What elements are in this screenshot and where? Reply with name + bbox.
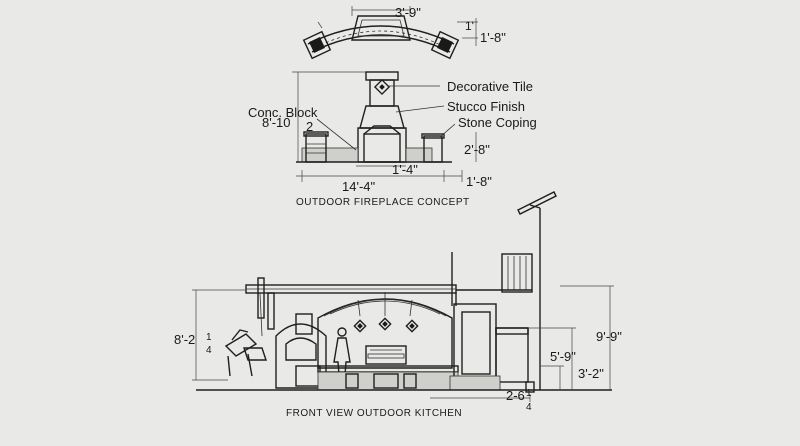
decorative-tile-label: Decorative Tile: [447, 79, 533, 94]
plan-column-right: [430, 30, 460, 60]
lounge-chair: [224, 329, 267, 377]
base-width-dim: 1'-4": [392, 162, 418, 177]
kitchen-right-height-dim: 9'-9": [596, 329, 622, 344]
deck-railing: [451, 252, 533, 306]
plan-top-width-dim: 3'-9": [395, 5, 421, 20]
stucco-finish-label: Stucco Finish: [447, 99, 525, 114]
column-width-dim: 1'-8": [466, 174, 492, 189]
kitchen-left-height-dim: 8'-2: [174, 332, 195, 347]
kitchen-elevation: 8'-2 1 4 9'-9" 5'-9" 3'-2" 2-6 1 4 FRONT…: [174, 191, 622, 419]
fireplace-plan-view: 3'-9" 1' 1'-8": [302, 5, 506, 60]
kitchen-bottom-den: 4: [526, 402, 532, 413]
stone-coping-label: Stone Coping: [458, 115, 537, 130]
fireplace-title: OUTDOOR FIREPLACE CONCEPT: [296, 197, 470, 208]
arch-wall: [317, 292, 453, 369]
fireplace-height-frac: 2: [306, 119, 313, 134]
fireplace-elevation: Decorative Tile Stucco Finish Conc. Bloc…: [248, 71, 537, 208]
kitchen-counter-height-dim: 3'-2": [578, 366, 604, 381]
fireplace-height-dim: 8'-10: [262, 115, 291, 130]
plan-side-tick-dim: 1': [465, 19, 474, 33]
fireplace-firebox: [357, 125, 407, 163]
pergola: [245, 277, 457, 337]
kitchen-left-height-num: 1: [206, 332, 212, 343]
kitchen-title: FRONT VIEW OUTDOOR KITCHEN: [286, 408, 462, 419]
fireplace-stucco-body: [359, 105, 405, 129]
wall-height-dim: 2'-8": [464, 142, 490, 157]
kitchen-bottom-dim: 2-6: [506, 388, 525, 403]
overall-width-dim: 14'-4": [342, 179, 376, 194]
plan-side-depth-dim: 1'-8": [480, 30, 506, 45]
street-lamp: [517, 191, 557, 393]
conc-block-label: Conc. Block: [248, 105, 318, 120]
fireplace-chimney: [365, 71, 399, 107]
plan-firebox: [351, 15, 411, 41]
plan-column-left: [302, 30, 332, 60]
kitchen-left-height-den: 4: [206, 345, 212, 356]
kitchen-mid-height-dim: 5'-9": [550, 349, 576, 364]
kitchen-tower: [449, 303, 529, 391]
grill: [365, 345, 407, 365]
fireplace-left-wall: [301, 131, 359, 163]
fireplace-right-wall: [405, 133, 445, 163]
kitchen-bottom-num: 1: [526, 388, 532, 399]
